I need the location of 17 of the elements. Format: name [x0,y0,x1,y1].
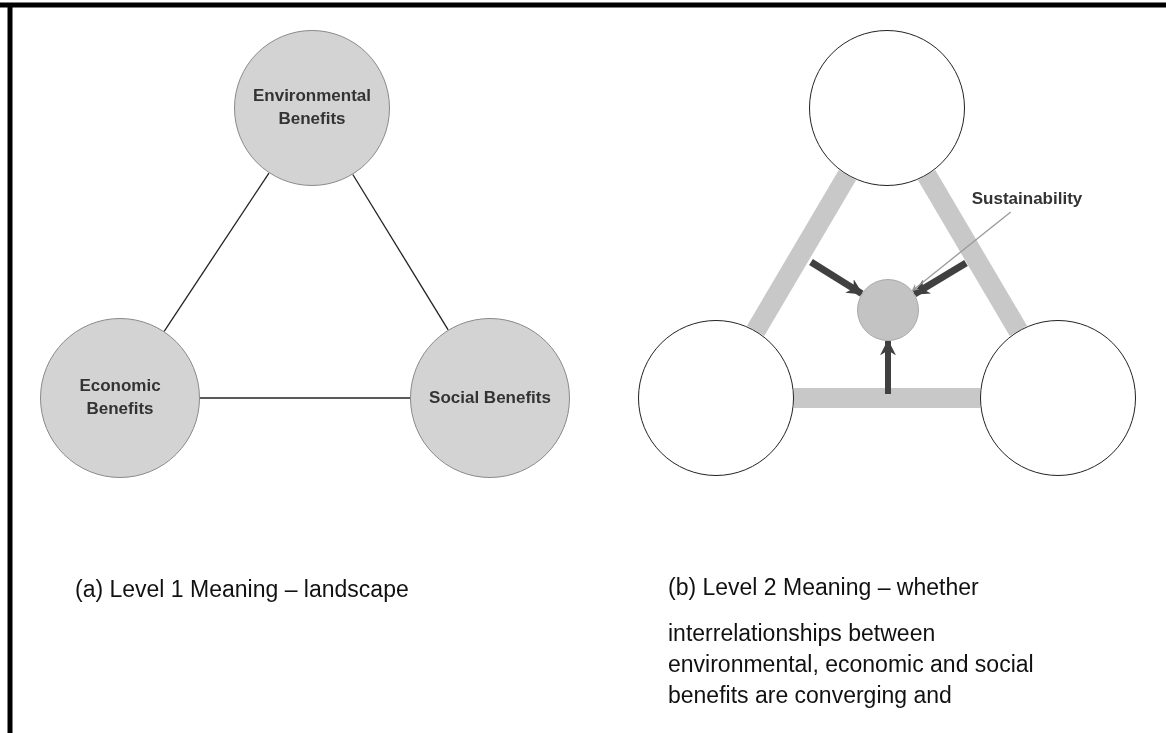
node-label: Sustainability [971,187,1083,210]
arrow [809,259,864,297]
node-label: Social Benefits [429,386,551,409]
node-label: Economic Benefits [78,375,162,420]
node-label: Environmental Benefits [251,85,373,130]
connector-line [352,173,449,331]
arrow [880,339,896,394]
caption-text: interrelationships between environmental, economic and social benefits are converging and [668,619,1035,710]
arrow [912,260,968,297]
connector-line [918,170,1027,336]
connector-line [163,172,270,332]
caption-text: (a) Level 1 Meaning – landscape [75,575,410,604]
connector-line [199,397,411,399]
caption-text: (b) Level 2 Meaning – whether [668,573,980,602]
connector-line [794,388,980,408]
connector-line [747,170,856,336]
leader-line [911,211,1012,292]
